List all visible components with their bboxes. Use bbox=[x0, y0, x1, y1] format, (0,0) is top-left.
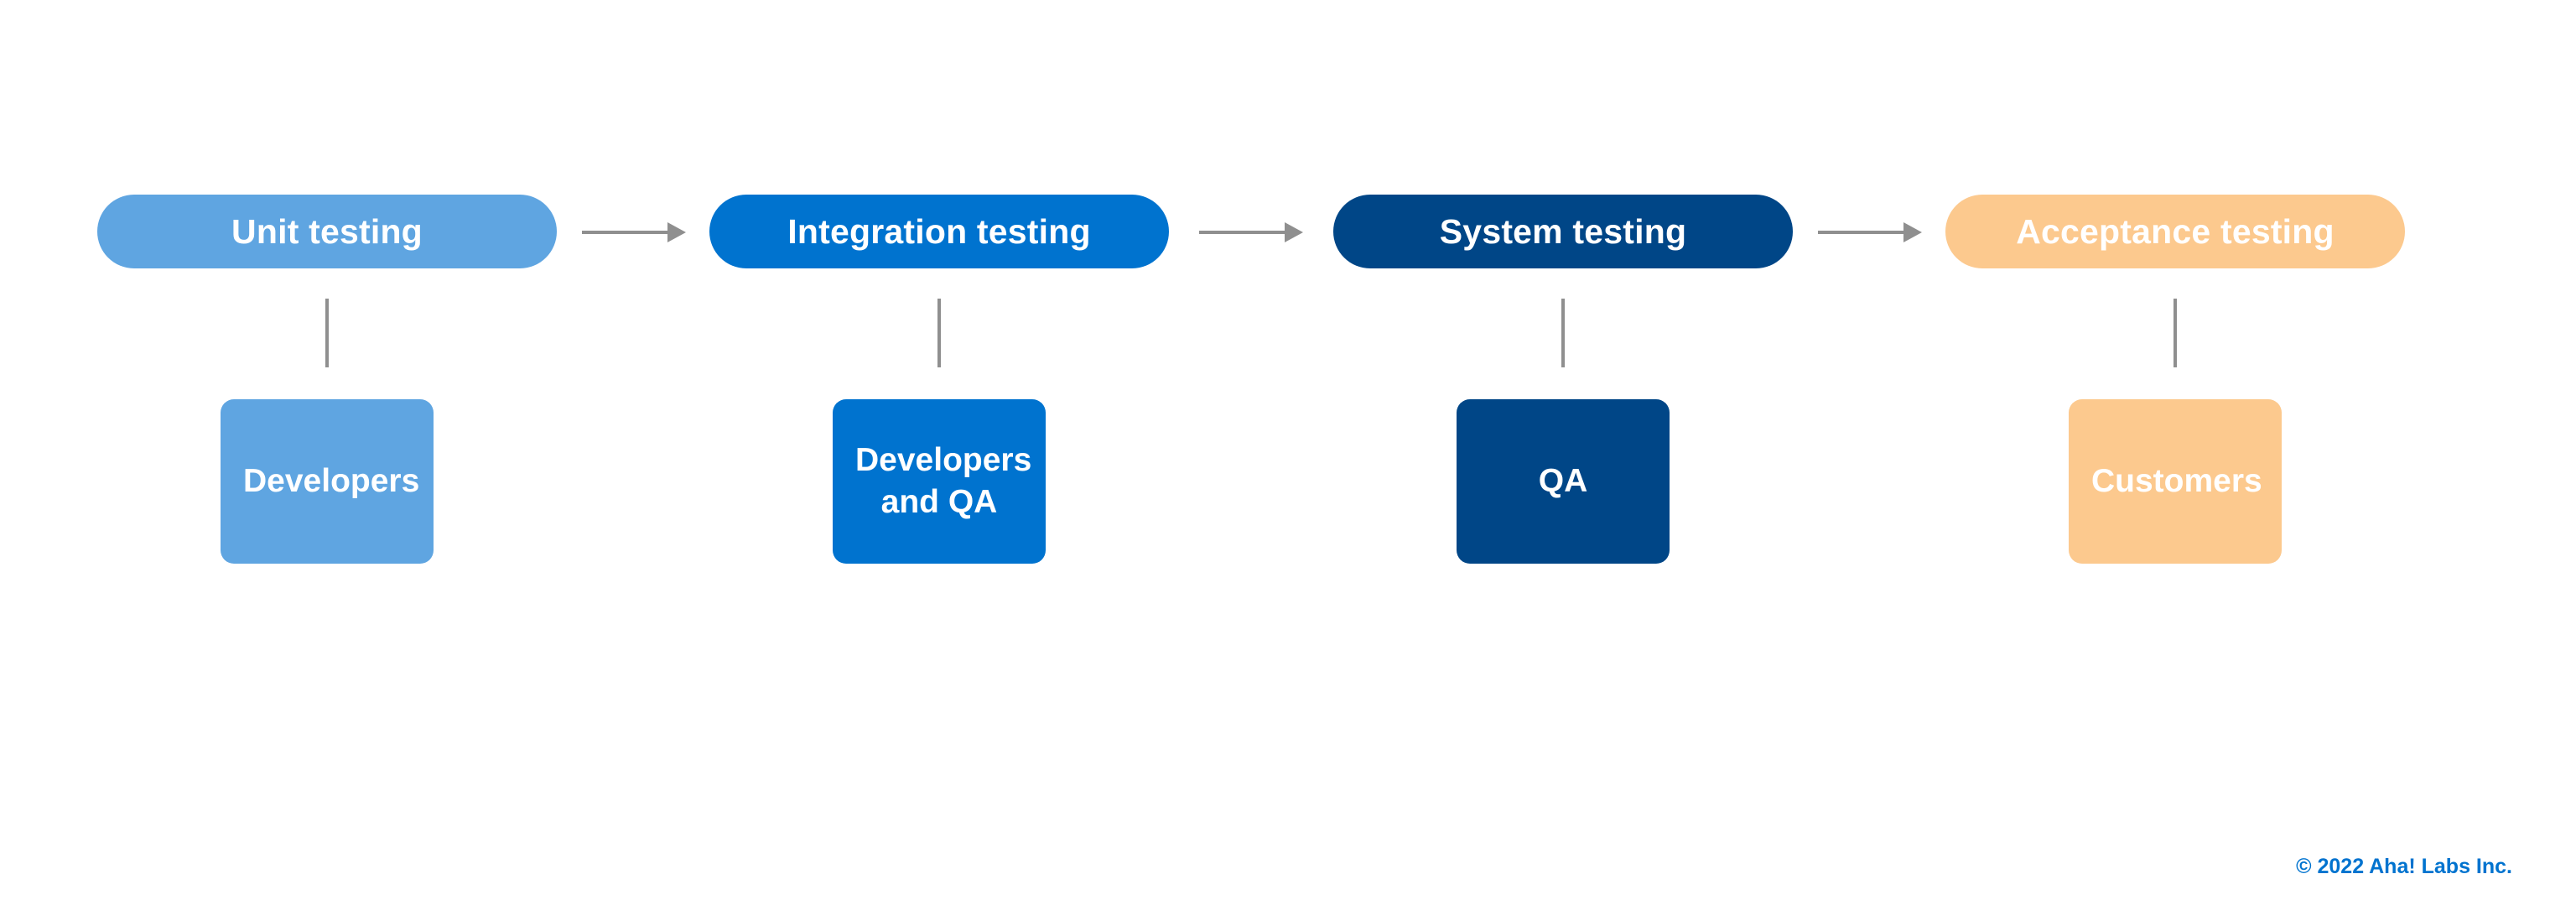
role-label: Developers and QA bbox=[855, 442, 1032, 520]
arrow-right-icon bbox=[1199, 221, 1305, 243]
role-label: Customers bbox=[2091, 463, 2262, 499]
connector-line bbox=[2174, 299, 2177, 367]
stage-integration-testing: Integration testing bbox=[709, 195, 1169, 268]
arrow-right-icon bbox=[1818, 221, 1924, 243]
connector-line bbox=[325, 299, 329, 367]
copyright-text: © 2022 Aha! Labs Inc. bbox=[2296, 855, 2512, 878]
stage-label: Acceptance testing bbox=[2016, 211, 2334, 251]
stage-label: Integration testing bbox=[787, 211, 1091, 251]
stage-label: System testing bbox=[1439, 211, 1687, 251]
stage-system-testing: System testing bbox=[1333, 195, 1793, 268]
stage-label: Unit testing bbox=[231, 211, 423, 251]
arrow-right-icon bbox=[582, 221, 688, 243]
role-label: QA bbox=[1538, 463, 1588, 499]
role-box-qa: QA bbox=[1457, 399, 1670, 564]
stage-unit-testing: Unit testing bbox=[97, 195, 557, 268]
connector-line bbox=[937, 299, 941, 367]
role-box-developers-and-qa: Developers and QA bbox=[833, 399, 1046, 564]
role-label: Developers bbox=[243, 463, 420, 499]
stage-acceptance-testing: Acceptance testing bbox=[1945, 195, 2405, 268]
role-box-customers: Customers bbox=[2069, 399, 2282, 564]
role-box-developers: Developers bbox=[221, 399, 434, 564]
connector-line bbox=[1561, 299, 1565, 367]
